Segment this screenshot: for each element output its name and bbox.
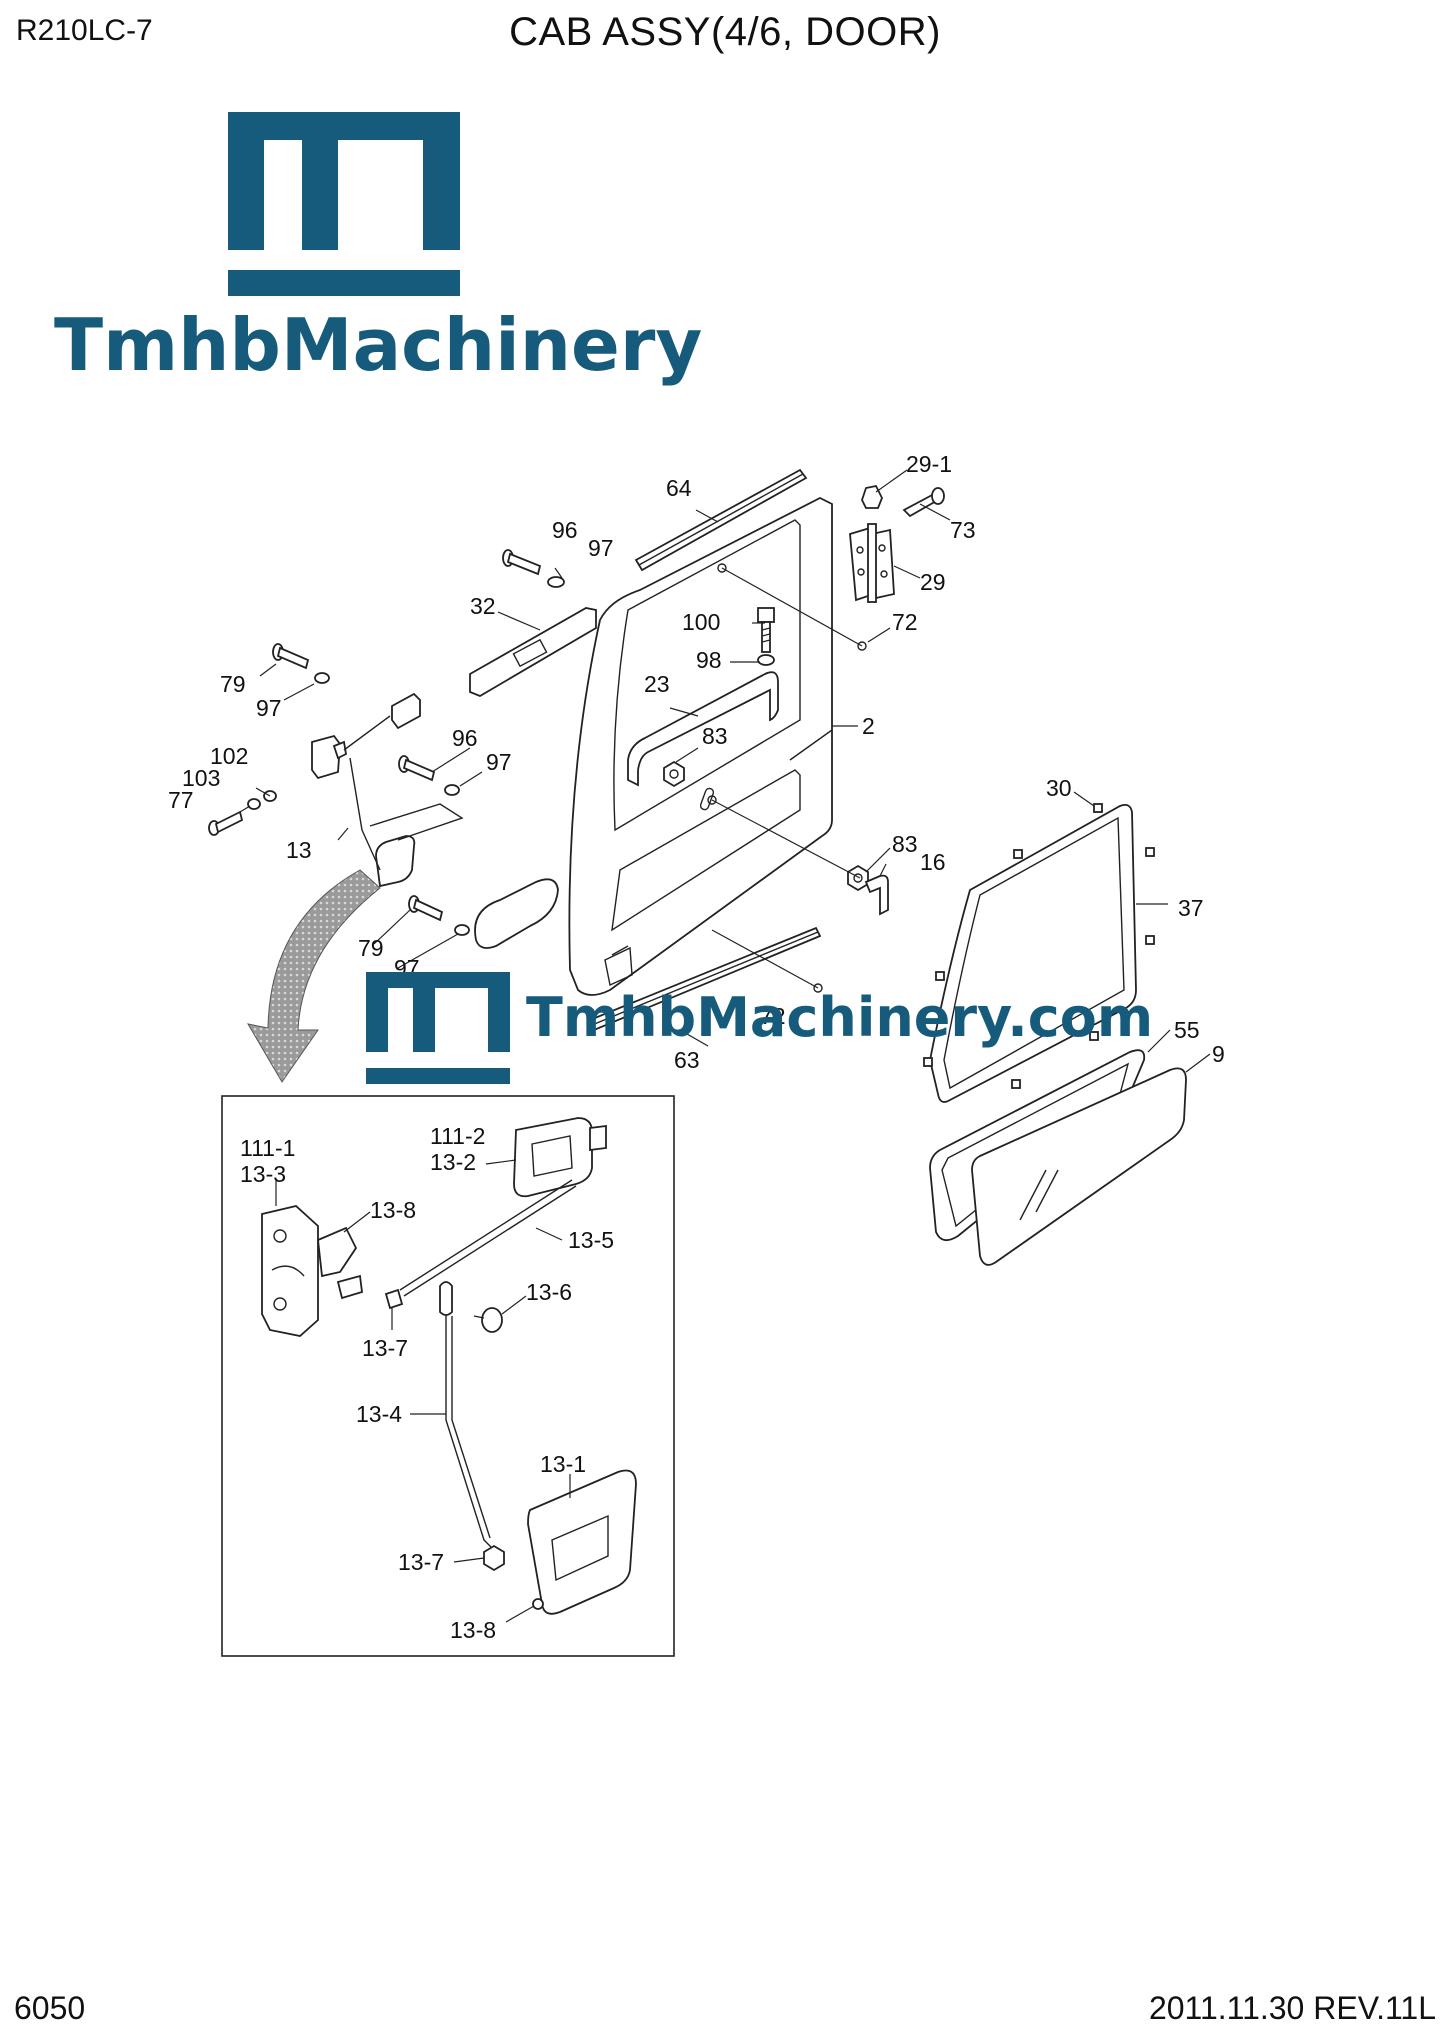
callout-13-7-top: 13-7 <box>362 1335 408 1361</box>
callout-13-3: 13-3 <box>240 1161 286 1187</box>
page-title: CAB ASSY(4/6, DOOR) <box>509 10 941 54</box>
callout-13-1: 13-1 <box>540 1451 586 1477</box>
callout-29-1: 29-1 <box>906 451 952 477</box>
callout-111-2: 111-2 <box>430 1123 485 1149</box>
grab-handle-part <box>627 671 779 787</box>
brand-name-large: TmhbMachinery <box>54 303 702 387</box>
callout-29: 29 <box>920 569 946 595</box>
model-code: R210LC-7 <box>16 14 153 47</box>
nut-part-lower <box>847 864 869 892</box>
callout-79-top: 79 <box>220 671 246 697</box>
bracket-part <box>469 607 597 697</box>
brand-logo-center: TmhbMachinery.com <box>366 972 1153 1084</box>
callout-23: 23 <box>644 671 670 697</box>
detail-arrow <box>247 869 381 1083</box>
hinge-part <box>849 523 895 603</box>
leader-lines <box>239 469 1211 1073</box>
callout-63: 63 <box>674 1047 700 1073</box>
callout-2: 2 <box>862 713 875 739</box>
hinge-screw-part <box>902 487 945 518</box>
callout-97-top: 97 <box>588 535 614 561</box>
detail-callout-labels: 111-1 13-3 111-2 13-2 13-8 13-5 13-6 13-… <box>240 1123 614 1643</box>
callout-77: 77 <box>168 787 194 813</box>
callout-98: 98 <box>696 647 722 673</box>
callout-96-top: 96 <box>552 517 578 543</box>
callout-83-lower: 83 <box>892 831 918 857</box>
callout-32: 32 <box>470 593 496 619</box>
callout-13: 13 <box>286 837 312 863</box>
outer-handle-part <box>513 1117 593 1198</box>
screw-77-part <box>208 810 244 836</box>
door-latch-part <box>311 692 421 888</box>
callout-55: 55 <box>1174 1017 1200 1043</box>
pin-part-lower <box>813 983 823 993</box>
rod-13-4-eye <box>439 1281 453 1316</box>
callout-13-4: 13-4 <box>356 1401 402 1427</box>
callout-103: 103 <box>182 765 220 791</box>
callout-9: 9 <box>1212 1041 1225 1067</box>
detail-parts <box>261 1117 637 1615</box>
rod-13-5 <box>399 1179 573 1291</box>
cover-plate-part <box>474 878 559 949</box>
callout-13-8-top: 13-8 <box>370 1197 416 1223</box>
callout-79-lower: 79 <box>358 935 384 961</box>
callout-13-7-lower: 13-7 <box>398 1549 444 1575</box>
callout-102: 102 <box>210 743 248 769</box>
callout-13-6: 13-6 <box>526 1279 572 1305</box>
weather-strip-bottom <box>588 926 822 1032</box>
inner-handle-part <box>527 1469 637 1615</box>
bolt-part <box>757 607 775 653</box>
striker-part <box>864 874 889 916</box>
nut-part <box>663 760 685 788</box>
callout-13-8-lower: 13-8 <box>450 1617 496 1643</box>
door-lock-body-part <box>261 1205 319 1337</box>
window-glass-part <box>971 1067 1187 1266</box>
callout-97-middle: 97 <box>486 749 512 775</box>
revision-date: 2011.11.30 REV.11L <box>1148 1990 1436 2026</box>
callout-83-top: 83 <box>702 723 728 749</box>
callout-13-5: 13-5 <box>568 1227 614 1253</box>
brand-logo-large: TmhbMachinery <box>54 112 702 387</box>
detail-leader-lines <box>275 1159 571 1623</box>
pin-part <box>857 641 867 651</box>
bolt-part-middle <box>398 755 460 796</box>
screw-part-top <box>272 643 330 684</box>
screw-part-lower <box>408 895 470 936</box>
callout-37: 37 <box>1178 895 1204 921</box>
callout-30: 30 <box>1046 775 1072 801</box>
lock-knob-part <box>481 1307 503 1333</box>
brand-site-text: TmhbMachinery.com <box>526 986 1153 1049</box>
callout-111-1: 111-1 <box>240 1135 295 1161</box>
callout-64: 64 <box>666 475 692 501</box>
rod-13-4 <box>445 1316 497 1553</box>
window-seal-part <box>923 803 1155 1103</box>
washer-103-part <box>247 798 261 810</box>
page-number: 6050 <box>14 1990 86 2026</box>
callout-72-top: 72 <box>892 609 918 635</box>
callout-72-lower: 72 <box>760 1003 786 1029</box>
callout-73: 73 <box>950 517 976 543</box>
door-frame-part <box>568 496 833 996</box>
callout-97-left: 97 <box>256 695 282 721</box>
latch-rod-outline <box>369 803 464 841</box>
detail-box <box>221 1095 675 1657</box>
callout-96-middle: 96 <box>452 725 478 751</box>
callout-labels: 29-1 64 73 96 97 29 32 72 100 98 79 97 2… <box>168 451 1225 1073</box>
callout-16: 16 <box>920 849 946 875</box>
callout-13-2: 13-2 <box>430 1149 476 1175</box>
bolt-part-top <box>502 549 565 588</box>
washer-part <box>757 654 775 666</box>
weather-strip-top <box>634 468 808 572</box>
callout-100: 100 <box>682 609 720 635</box>
